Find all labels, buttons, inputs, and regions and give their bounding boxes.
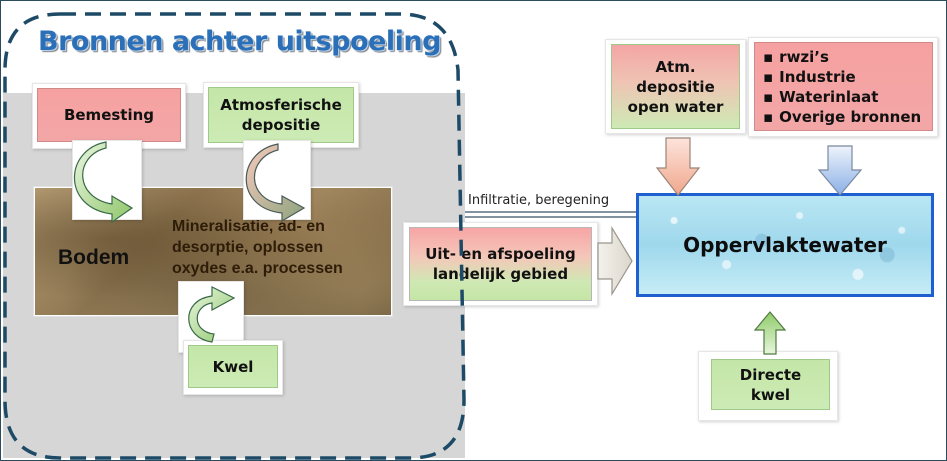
diagram-title: Bronnen achter uitspoeling [38, 26, 441, 57]
bemesting-curved-arrow-icon [73, 141, 134, 224]
surface-water-label: Oppervlaktewater [683, 233, 887, 257]
atmos-label-line1: Atmosferische [220, 96, 342, 114]
atm-line1: Atm. [655, 57, 696, 76]
bemesting-label: Bemesting [63, 106, 155, 124]
title-bar [3, 3, 458, 93]
atmospheric-deposition-box: Atmosferische depositie [208, 87, 354, 143]
point-source-item: Industrie [763, 67, 921, 87]
kwel-box: Kwel [188, 345, 278, 388]
bodem-label: Bodem [58, 246, 130, 269]
down-arrow-blue-icon [817, 145, 863, 196]
processes-line3: oxydes e.a. processen [172, 260, 343, 277]
atmos-curved-arrow-icon [245, 143, 306, 223]
kwel-curved-arrow-icon [188, 286, 236, 343]
point-sources-box: rwzi’s Industrie Waterinlaat Overige bro… [754, 42, 933, 131]
directe-line1: Directe [739, 365, 802, 384]
processes-line2: desorptie, oplossen [172, 239, 324, 256]
processes-text: Mineralisatie, ad- en desorptie, oplosse… [172, 216, 343, 279]
point-source-item: Overige bronnen [763, 107, 921, 127]
atm-line3: open water [627, 97, 724, 116]
processes-line1: Mineralisatie, ad- en [172, 218, 325, 235]
atm-line2: depositie [636, 77, 715, 96]
right-arrow-icon [597, 225, 633, 297]
direct-seepage-box: Directe kwel [711, 359, 830, 410]
point-source-item: rwzi’s [763, 47, 921, 67]
directe-line2: kwel [750, 385, 791, 404]
infiltration-label: Infiltratie, beregening [468, 193, 610, 208]
down-arrow-red-icon [655, 137, 701, 196]
runoff-line2: landelijk gebied [432, 265, 569, 283]
infiltration-line [465, 211, 636, 218]
point-sources-list: rwzi’s Industrie Waterinlaat Overige bro… [763, 47, 921, 127]
up-arrow-green-icon [753, 311, 787, 355]
point-source-item: Waterinlaat [763, 87, 921, 107]
runoff-box: Uit- en afspoeling landelijk gebied [409, 227, 592, 301]
surface-water-box: Oppervlaktewater [636, 193, 934, 297]
dashed-outline [3, 12, 466, 460]
atmos-label-line2: depositie [241, 116, 321, 134]
atm-open-water-box: Atm. depositie open water [611, 44, 740, 129]
kwel-label: Kwel [212, 357, 254, 376]
